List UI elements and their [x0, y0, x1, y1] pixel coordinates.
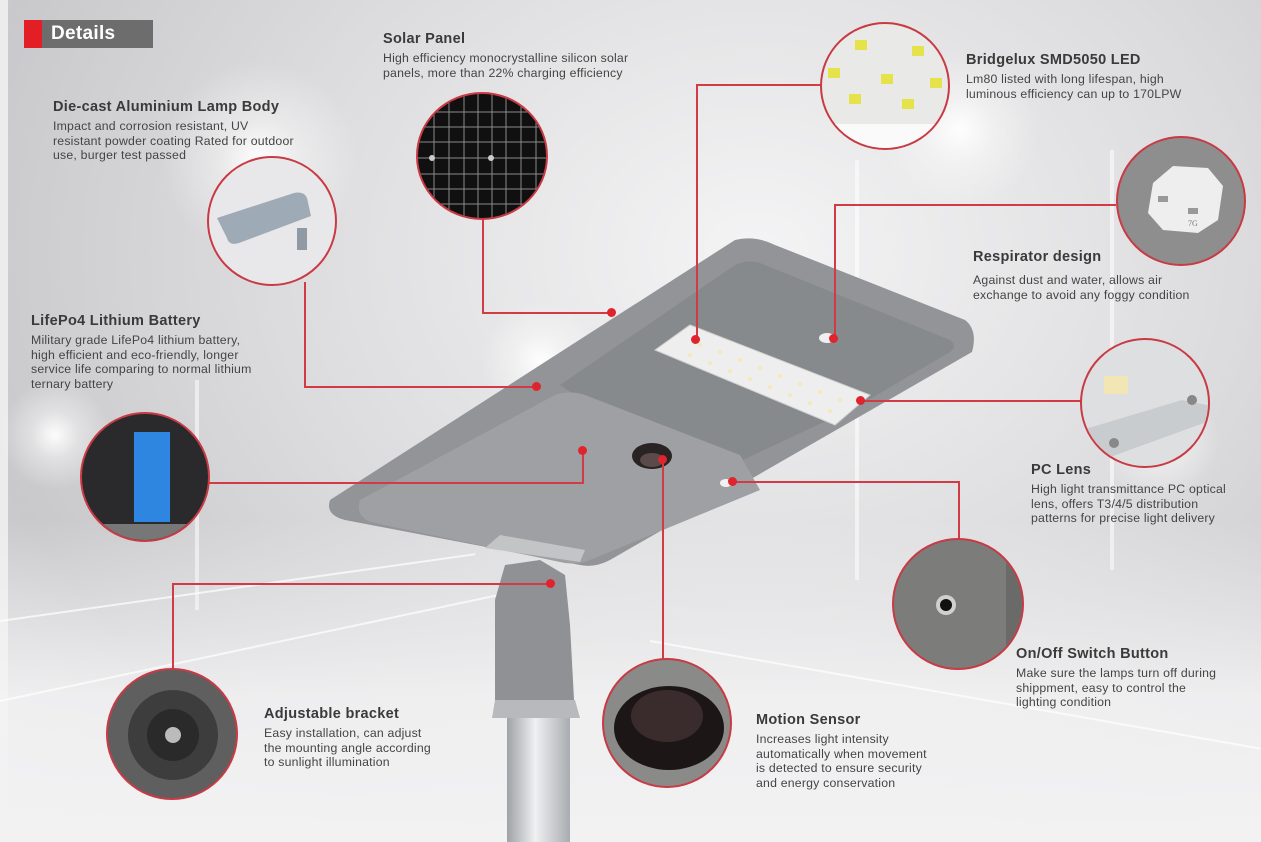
feature-desc-line: lens, offers T3/4/5 distribution — [1031, 496, 1199, 511]
callout-line-solar — [482, 312, 612, 314]
feature-desc-line: automatically when movement — [756, 746, 927, 761]
solar-panel-detail-image — [416, 92, 548, 220]
feature-desc-line: shippment, easy to control the — [1016, 680, 1187, 695]
feature-desc-line: use, burger test passed — [53, 148, 187, 162]
callout-dot — [532, 382, 541, 391]
feature-desc-line: resistant powder coating Rated for outdo… — [53, 133, 294, 148]
callout-dot — [691, 335, 700, 344]
header-accent-bar — [24, 20, 42, 48]
callout-line-respirator — [834, 204, 1116, 206]
callout-line-lens — [862, 400, 1082, 402]
callout-line-led — [696, 84, 698, 340]
pc-lens-detail-image — [1080, 338, 1210, 468]
callout-line-bracket — [172, 583, 174, 671]
feature-desc-line: service life comparing to normal lithium — [31, 362, 252, 376]
feature-desc-line: Against dust and water, allows air — [973, 273, 1163, 287]
feature-bracket: Adjustable bracket Easy installation, ca… — [264, 706, 431, 770]
feature-desc-line: to sunlight illumination — [264, 755, 390, 769]
feature-led: Bridgelux SMD5050 LED Lm80 listed with l… — [966, 52, 1181, 101]
callout-dot — [578, 446, 587, 455]
callout-dot — [829, 334, 838, 343]
svg-text:7G: 7G — [1188, 219, 1198, 228]
feature-desc-line: Impact and corrosion resistant, UV — [53, 119, 249, 133]
feature-title: LifePo4 Lithium Battery — [31, 313, 201, 329]
callout-line-bracket — [172, 583, 552, 585]
callout-line-motion — [662, 460, 664, 662]
section-title: Details — [51, 23, 116, 44]
feature-desc-line: is detected to ensure security — [756, 761, 922, 775]
feature-desc-line: High efficiency monocrystalline silicon … — [383, 51, 629, 65]
feature-solar-panel: Solar Panel High efficiency monocrystall… — [383, 31, 628, 80]
callout-dot — [546, 579, 555, 588]
feature-switch: On/Off Switch Button Make sure the lamps… — [1016, 646, 1216, 710]
feature-desc-line: luminous efficiency can up to 170LPW — [966, 86, 1182, 101]
battery-detail-image — [80, 412, 210, 542]
feature-desc-line: the mounting angle according — [264, 740, 431, 755]
callout-line-battery — [207, 482, 583, 484]
feature-pc-lens: PC Lens High light transmittance PC opti… — [1031, 462, 1226, 526]
feature-desc-line: high efficient and eco-friendly, longer — [31, 347, 239, 362]
callout-line-solar — [482, 218, 484, 312]
feature-title: Solar Panel — [383, 31, 466, 47]
feature-desc-line: Military grade LifePo4 lithium battery, — [31, 333, 241, 347]
feature-desc-line: Lm80 listed with long lifespan, high — [966, 72, 1164, 86]
feature-desc-line: panels, more than 22% charging efficienc… — [383, 65, 623, 80]
feature-title: Adjustable bracket — [264, 706, 400, 722]
feature-motion-sensor: Motion Sensor Increases light intensity … — [756, 712, 927, 790]
feature-desc-line: and energy conservation — [756, 775, 896, 790]
feature-desc-line: Make sure the lamps turn off during — [1016, 666, 1217, 680]
callout-dot — [658, 455, 667, 464]
feature-title: PC Lens — [1031, 462, 1092, 478]
feature-title: On/Off Switch Button — [1016, 646, 1169, 662]
motion-sensor-detail-image — [602, 658, 732, 788]
feature-respirator: Respirator design Against dust and water… — [973, 249, 1190, 302]
callout-line-lamp-body — [304, 386, 537, 388]
callout-line-lamp-body — [304, 282, 306, 387]
callout-dot — [856, 396, 865, 405]
callout-line-switch — [958, 481, 960, 541]
callout-line-led — [696, 84, 824, 86]
feature-lamp-body: Die-cast Aluminium Lamp Body Impact and … — [53, 99, 294, 163]
callout-line-switch — [732, 481, 960, 483]
feature-desc-line: Increases light intensity — [756, 732, 889, 746]
bracket-detail-image — [106, 668, 238, 800]
feature-battery: LifePo4 Lithium Battery Military grade L… — [31, 313, 252, 391]
feature-title: Motion Sensor — [756, 712, 861, 728]
feature-desc-line: lighting condition — [1016, 695, 1112, 709]
switch-detail-image — [892, 538, 1024, 670]
feature-title: Bridgelux SMD5050 LED — [966, 52, 1141, 68]
feature-title: Die-cast Aluminium Lamp Body — [53, 99, 280, 115]
section-header: Details — [24, 20, 153, 48]
feature-desc-line: High light transmittance PC optical — [1031, 482, 1226, 496]
callout-line-respirator — [834, 204, 836, 338]
respirator-detail-image: 7G — [1116, 136, 1246, 266]
led-chip-detail-image — [820, 22, 950, 150]
feature-title: Respirator design — [973, 249, 1102, 265]
callout-dot — [607, 308, 616, 317]
callout-line-battery — [582, 450, 584, 484]
feature-desc-line: exchange to avoid any foggy condition — [973, 287, 1190, 302]
feature-desc-line: patterns for precise light delivery — [1031, 511, 1216, 525]
feature-desc-line: ternary battery — [31, 376, 114, 391]
lamp-body-detail-image — [207, 156, 337, 286]
feature-desc-line: Easy installation, can adjust — [264, 726, 422, 740]
callout-dot — [728, 477, 737, 486]
